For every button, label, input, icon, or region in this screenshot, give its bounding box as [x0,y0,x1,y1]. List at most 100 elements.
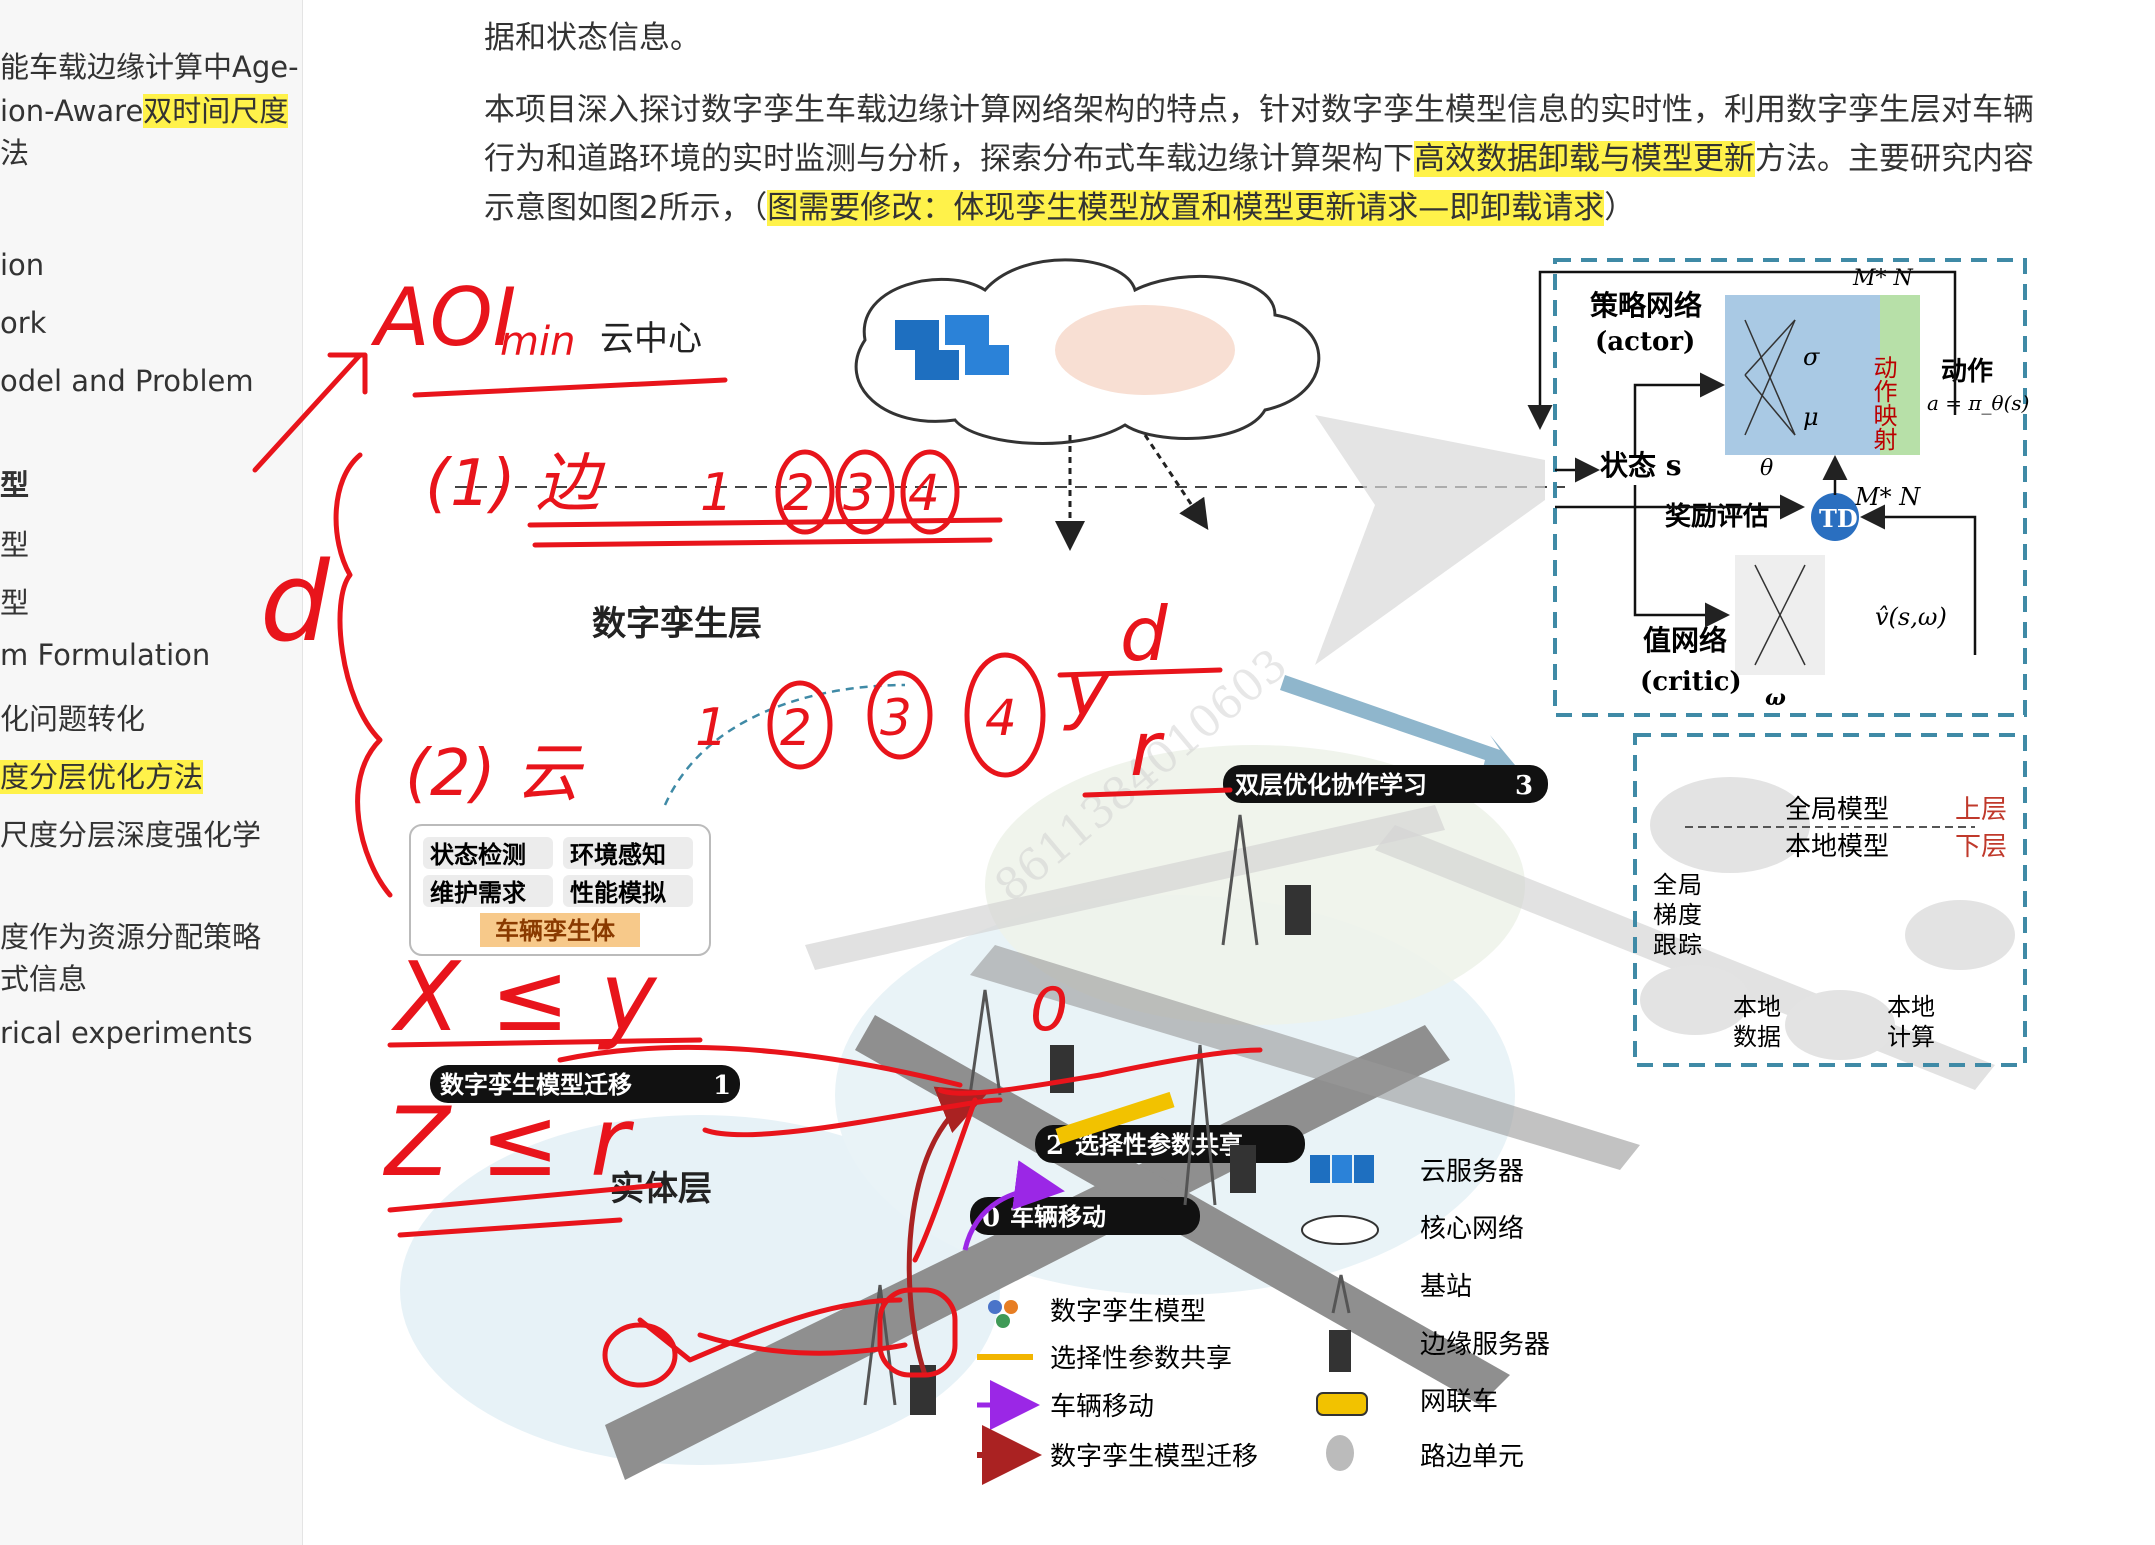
gradient-char: 度 [1678,901,1702,929]
local-compute-label: 计算 [1887,1023,1935,1051]
twin-item: 状态检测 [430,840,526,869]
toc-item[interactable]: 度分层优化方法 [0,754,204,796]
critic-subtitle: (critic) [1640,667,1742,697]
upper-layer-label: 上层 [1955,795,2007,825]
policy-formula: a = π_θ(s) [1927,391,2029,415]
toc-item-label: 型 [0,586,30,620]
base-station-icon [1331,1274,1351,1314]
legend-label: 网联车 [1420,1387,1498,1417]
toc-item[interactable]: 型 [0,522,29,564]
local-data-label: 本地 [1733,993,1781,1021]
step-number: 1 [713,1071,731,1101]
cloud-twin-area [1055,305,1235,395]
toc-item[interactable]: ork [0,306,46,340]
twin-road [805,805,1445,970]
drl-box [1553,258,2027,717]
projection-funnel [1315,415,1545,665]
local-model-label: 本地模型 [1785,832,1889,862]
actor-subtitle: (actor) [1595,327,1695,357]
toc-item-label: 法 [0,136,30,170]
mu-label: μ [1803,403,1819,431]
local-node [1785,990,1895,1060]
legend-label: 车辆移动 [1050,1392,1154,1422]
twin-item-bg [423,837,553,869]
mn-top-label: M* N [1852,266,1914,291]
toc-item[interactable]: 式信息 [0,956,87,998]
edge-server-icon [1329,1330,1351,1372]
legend-label: 路边单元 [1420,1442,1524,1472]
theta-label: θ [1760,456,1773,481]
toc-sidebar: 能车载边缘计算中Age- ion-Aware双时间尺度 法 ion ork od… [0,0,303,1545]
twin-item-bg [423,875,553,907]
rsu-icon [1326,1435,1354,1471]
figure-canvas: 云中心 数字孪生层 实体层 策略网络 (actor) σ μ θ M* N M*… [400,258,2029,1485]
toc-item[interactable]: 法 [0,130,29,172]
toc-item-label: 式信息 [0,962,88,996]
layer-label-cloud: 云中心 [600,319,702,359]
twin-title: 车辆孪生体 [495,916,616,945]
toc-item-label: ion-Aware [0,94,144,128]
paragraph-0-line: 据和状态信息。 [484,20,701,56]
twin-item-bg [563,837,693,869]
twin-item: 环境感知 [570,840,666,869]
step-number: 3 [1515,771,1533,801]
paragraph-1-line-3: 示意图如图2所示，（图需要修改：体现孪生模型放置和模型更新请求—即卸载请求） [484,184,2044,233]
step-label: 选择性参数共享 [1075,1130,1243,1159]
step-badge [1223,765,1548,803]
legend-label: 核心网络 [1420,1214,1524,1244]
toc-item[interactable]: ion-Aware双时间尺度 [0,88,289,130]
toc-item[interactable]: odel and Problem [0,364,254,398]
critic-title: 值网络 [1643,624,1727,657]
legend-label: 数字孪生模型迁移 [1050,1442,1258,1472]
toc-item[interactable]: rical experiments [0,1016,253,1050]
toc-item-label: m Formulation [0,638,211,672]
param-share-arrow [1055,1091,1175,1145]
legend-label: 边缘服务器 [1420,1330,1550,1360]
toc-item-label: 化问题转化 [0,702,146,736]
text-run: 示意图如图2所示，（ [484,190,768,226]
toc-item[interactable]: 度作为资源分配策略 [0,914,261,956]
gradient-tracking-label: 全 局 梯 度 跟 踪 [1653,871,1702,959]
mn-bottom-label: M* N [1854,483,1921,511]
document-main: 据和状态信息。 本项目深入探讨数字孪生车载边缘计算网络架构的特点，针对数字孪生模… [302,0,2155,1545]
road [970,945,1640,1170]
twin-item: 性能模拟 [570,878,666,907]
layer-label-physical: 实体层 [610,1169,712,1209]
local-node [1640,965,1750,1035]
twin-item: 维护需求 [430,878,526,907]
legend-label: 云服务器 [1420,1157,1524,1187]
toc-item[interactable]: 尺度分层深度强化学 [0,812,261,854]
gradient-char: 局 [1678,871,1702,899]
actor-network-icon [1744,319,1796,436]
local-node [1905,900,2015,970]
step-label: 数字孪生模型迁移 [440,1070,632,1099]
toc-item[interactable]: m Formulation [0,638,210,672]
critic-network-icon [1754,564,1806,666]
layer-label-twin: 数字孪生层 [592,604,762,644]
legend-label: 基站 [1420,1272,1472,1302]
toc-item[interactable]: 型 [0,580,29,622]
gradient-char: 梯 [1653,901,1677,929]
federated-box [1633,733,2027,1067]
toc-item[interactable]: ion [0,248,44,282]
toc-item-label: rical experiments [0,1016,253,1050]
paragraph-1: 本项目深入探讨数字孪生车载边缘计算网络架构的特点，针对数字孪生模型信息的实时性，… [484,86,2044,233]
toc-item[interactable]: 能车载边缘计算中Age- [0,44,299,86]
gradient-char: 跟 [1653,931,1677,959]
action-label: 动作 [1941,357,1993,387]
text-run: 行为和道路环境的实时监测与分析，探索分布式车载边缘计算架构下 [484,141,1414,177]
connected-car-icon [1316,1392,1368,1416]
toc-item-label: ork [0,306,47,340]
paragraph-1-line-1: 本项目深入探讨数字孪生车载边缘计算网络架构的特点，针对数字孪生模型信息的实时性，… [484,92,2034,128]
state-label: 状态 s [1600,449,1682,482]
action-map-box [1880,295,1920,455]
gradient-char: 全 [1653,871,1677,899]
toc-item-label: 尺度分层深度强化学 [0,818,262,852]
twin-to-federated-arrow [1280,675,1515,780]
toc-item[interactable]: 化问题转化 [0,696,145,738]
toc-item-label: ion [0,248,45,282]
toc-item[interactable]: 型 [0,462,29,504]
action-map-label: 动作映射 [1869,355,1897,451]
td-label: TD [1819,504,1858,533]
toc-item-label: 型 [0,528,30,562]
